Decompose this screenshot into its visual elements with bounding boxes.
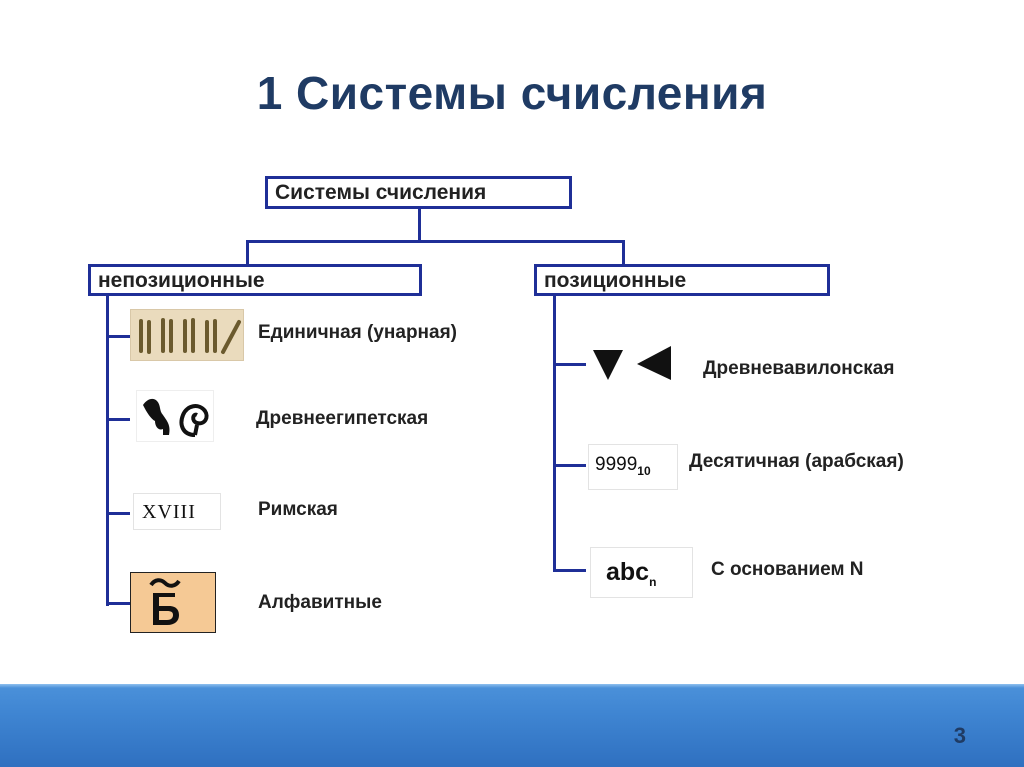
slavonic-letter-image <box>130 572 216 633</box>
hieroglyphs-image <box>136 390 214 442</box>
slide-title: 1 Системы счисления <box>0 66 1024 120</box>
unary-label: Единичная (унарная) <box>258 322 457 344</box>
connector-horizontal <box>246 240 625 243</box>
left-tick-4 <box>106 602 130 605</box>
alphabetic-label: Алфавитные <box>258 592 382 614</box>
tally-marks-icon <box>131 310 244 361</box>
roman-label: Римская <box>258 499 338 521</box>
base-n-image: abcn <box>590 547 693 598</box>
base-n-sample-base: abc <box>606 558 649 586</box>
root-node: Системы счисления <box>265 176 572 209</box>
babylonian-label: Древневавилонская <box>703 358 894 380</box>
left-spine <box>106 296 109 606</box>
connector-root-stem <box>418 209 421 242</box>
footer-bar <box>0 684 1024 767</box>
decimal-sample: 999910 <box>595 454 651 478</box>
decimal-label: Десятичная (арабская) <box>689 451 904 473</box>
base-n-sample: abcn <box>606 558 656 589</box>
decimal-sample-sub: 10 <box>637 464 650 478</box>
cuneiform-image <box>587 340 685 390</box>
tally-marks-image <box>130 309 244 361</box>
page-number: 3 <box>954 723 966 749</box>
root-node-label: Системы счисления <box>275 182 486 203</box>
cuneiform-icon <box>587 340 685 390</box>
right-tick-1 <box>553 363 586 366</box>
decimal-number-image: 999910 <box>588 444 678 490</box>
nonpositional-node-label: непозиционные <box>98 270 265 291</box>
decimal-sample-base: 9999 <box>595 454 637 475</box>
left-tick-2 <box>106 418 130 421</box>
positional-node-label: позиционные <box>544 270 686 291</box>
egyptian-label: Древнеегипетская <box>256 408 428 430</box>
right-spine <box>553 296 556 572</box>
positional-node: позиционные <box>534 264 830 296</box>
connector-right-drop <box>622 240 625 266</box>
roman-numeral-image: XVIII <box>133 493 221 530</box>
base-n-sample-sub: n <box>649 575 656 589</box>
left-tick-1 <box>106 335 130 338</box>
hieroglyphs-icon <box>137 391 214 442</box>
right-tick-3 <box>553 569 586 572</box>
left-tick-3 <box>106 512 130 515</box>
right-tick-2 <box>553 464 586 467</box>
nonpositional-node: непозиционные <box>88 264 422 296</box>
slavonic-letter-icon <box>131 573 216 633</box>
base-n-label: С основанием N <box>711 559 864 581</box>
connector-left-drop <box>246 240 249 266</box>
roman-numeral-sample: XVIII <box>142 501 196 524</box>
